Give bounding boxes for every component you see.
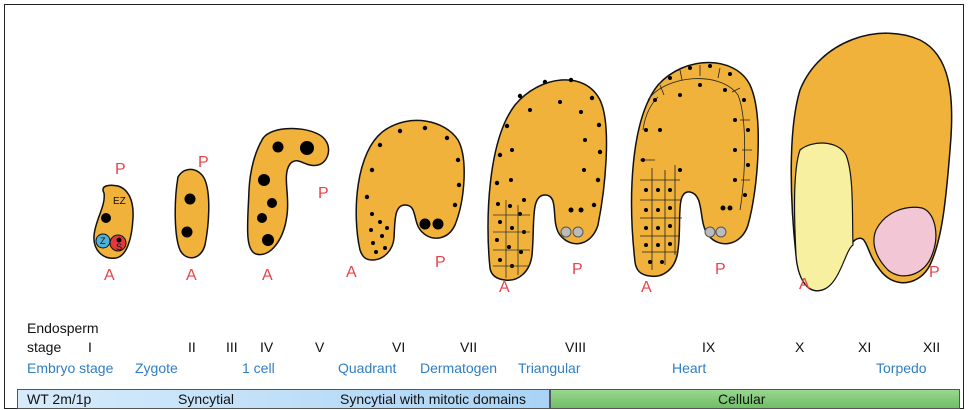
endosperm-stage-label: stage	[27, 340, 61, 354]
endosperm-stage-numeral: II	[188, 340, 196, 354]
embryo-stage-label: Embryo stage	[27, 361, 113, 375]
endosperm-stage-numeral: XI	[858, 340, 871, 354]
embryo-stage-name: Zygote	[135, 361, 178, 375]
endosperm-label: Endosperm	[27, 321, 99, 335]
mitotic-domains-label: Syncytial with mitotic domains	[340, 392, 526, 406]
anterior-label: A	[346, 265, 357, 281]
anterior-label: A	[499, 280, 510, 296]
seed-stage-2	[175, 169, 209, 257]
posterior-label: P	[115, 162, 126, 178]
suspensor-cell-label: S	[116, 243, 122, 252]
anterior-label: A	[799, 277, 810, 293]
posterior-label: P	[715, 262, 726, 278]
anterior-label: A	[641, 280, 652, 296]
seed-stage-8	[488, 78, 606, 280]
embryo-zone-label: EZ	[113, 197, 126, 207]
endosperm-stage-numeral: VIII	[565, 340, 586, 354]
endosperm-stage-numeral: VII	[460, 340, 477, 354]
zygote-cell-label: Z	[100, 237, 106, 246]
endosperm-stage-numeral: IX	[702, 340, 715, 354]
seed-stage-9	[632, 63, 759, 277]
genotype-label: WT 2m/1p	[27, 392, 91, 406]
anterior-label: A	[262, 268, 273, 284]
embryo-stage-name: Triangular	[518, 361, 581, 375]
endosperm-stage-numeral: XII	[923, 340, 940, 354]
embryo-stage-name: Heart	[672, 361, 706, 375]
seed-stage-4	[248, 128, 329, 254]
anterior-label: A	[104, 268, 115, 284]
endosperm-stage-numeral: X	[795, 340, 804, 354]
syncytial-label: Syncytial	[178, 392, 234, 406]
endosperm-stage-numeral: III	[226, 340, 238, 354]
posterior-label: P	[929, 265, 940, 281]
posterior-label: P	[198, 155, 209, 171]
embryo-stage-name: Torpedo	[876, 361, 927, 375]
anterior-label: A	[186, 268, 197, 284]
embryo-stage-name: 1 cell	[242, 361, 275, 375]
embryo-stage-name: Quadrant	[338, 361, 396, 375]
posterior-label: P	[435, 255, 446, 271]
endosperm-stage-numeral: VI	[392, 340, 405, 354]
endosperm-stage-numeral: I	[88, 340, 92, 354]
seed-stage-6	[356, 120, 464, 260]
embryo-stage-name: Dermatogen	[420, 361, 497, 375]
seed-stage-12	[791, 33, 951, 290]
posterior-label: P	[318, 186, 329, 202]
posterior-label: P	[572, 262, 583, 278]
cellular-label: Cellular	[718, 392, 765, 406]
endosperm-stage-numeral: V	[315, 340, 324, 354]
endosperm-stage-numeral: IV	[260, 340, 273, 354]
